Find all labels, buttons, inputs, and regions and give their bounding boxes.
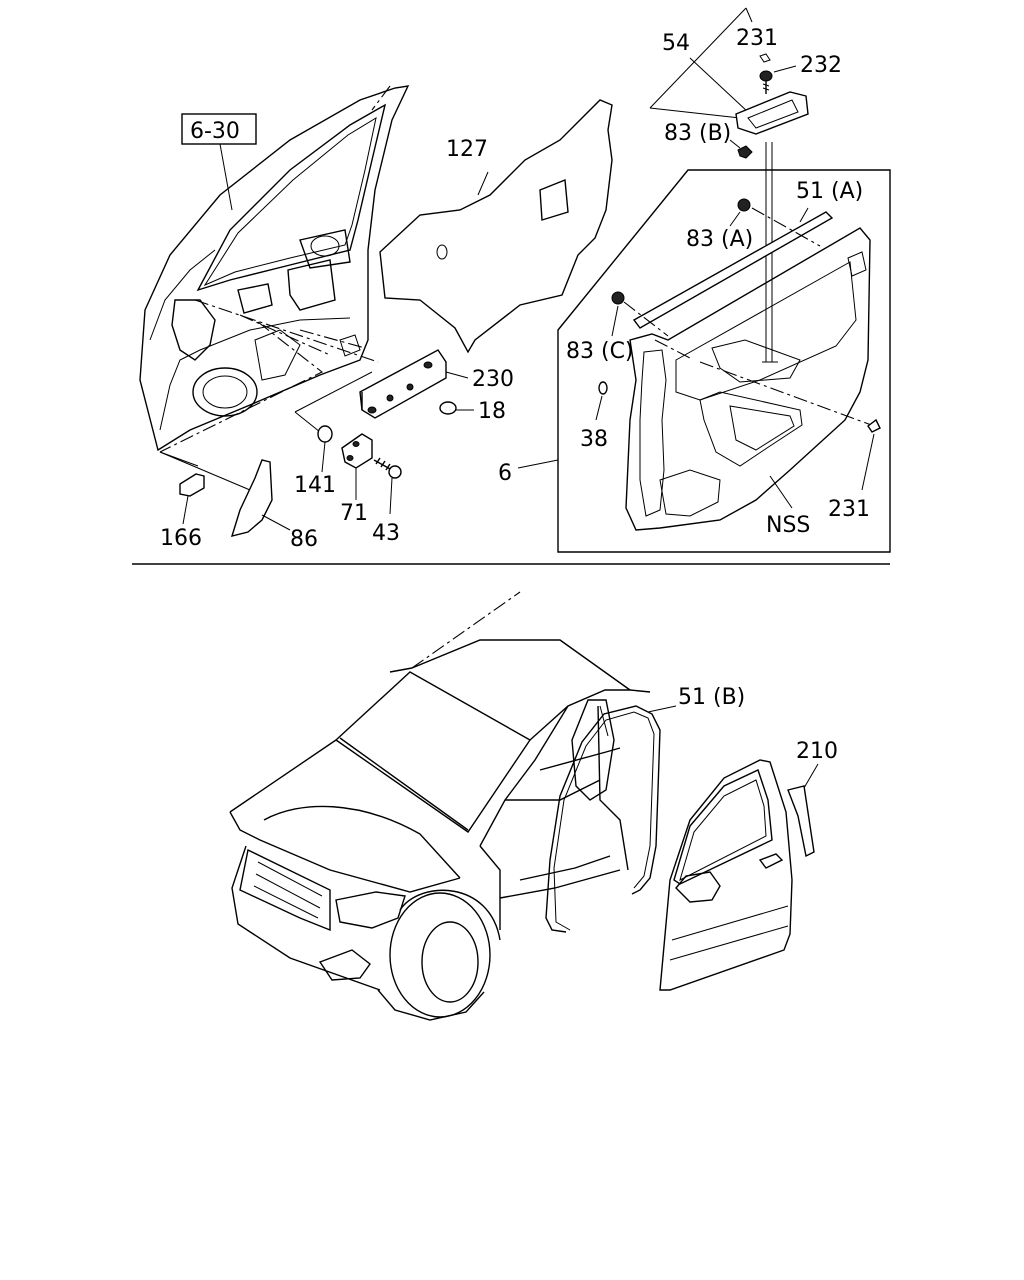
label-83a: 83 (A) xyxy=(686,227,753,252)
reference-box: 6-30 xyxy=(181,113,257,211)
plug-18: 18 xyxy=(439,399,506,424)
weatherstrip-51b: 51 (B) xyxy=(545,685,745,933)
leader-lines-upper xyxy=(159,85,391,491)
label-51b: 51 (B) xyxy=(678,685,745,710)
label-127: 127 xyxy=(446,137,488,162)
label-nss: NSS xyxy=(766,513,810,538)
label-232: 232 xyxy=(800,53,842,78)
clip-83c: 83 (C) xyxy=(566,291,669,364)
clip-231-top: 231 xyxy=(736,26,778,63)
nss-note: NSS xyxy=(766,475,810,538)
label-166: 166 xyxy=(160,526,202,551)
screw-232: 232 xyxy=(759,53,842,94)
bushing-141: 141 xyxy=(294,425,336,498)
label-83b: 83 (B) xyxy=(664,121,731,146)
grommet-38: 38 xyxy=(580,381,608,452)
label-231-top: 231 xyxy=(736,26,778,51)
label-230: 230 xyxy=(472,367,514,392)
label-141: 141 xyxy=(294,473,336,498)
label-86: 86 xyxy=(290,527,318,552)
check-bracket-230: 230 xyxy=(359,349,514,419)
seal-86: 86 xyxy=(230,459,318,552)
label-43: 43 xyxy=(372,521,400,546)
vehicle-body xyxy=(229,591,651,1021)
label-210: 210 xyxy=(796,739,838,764)
assembly-6: 6 xyxy=(498,459,559,486)
label-6: 6 xyxy=(498,461,512,486)
door-trim-box xyxy=(557,169,891,553)
pull-handle-54: 54 xyxy=(649,7,809,135)
clip-83a: 83 (A) xyxy=(686,198,821,252)
door-trim-panel xyxy=(625,142,875,531)
plate-166: 166 xyxy=(160,473,205,551)
weatherstrip-51a: 51 (A) xyxy=(632,179,863,329)
molding-210: 210 xyxy=(787,739,838,858)
insulator-sheet: 127 xyxy=(379,99,613,354)
hinge-71: 71 xyxy=(340,433,373,526)
label-231-bottom: 231 xyxy=(828,497,870,522)
label-54: 54 xyxy=(662,31,690,56)
label-71: 71 xyxy=(340,501,368,526)
screw-43: 43 xyxy=(372,457,402,546)
label-51a: 51 (A) xyxy=(796,179,863,204)
label-38: 38 xyxy=(580,427,608,452)
ref-box-label: 6-30 xyxy=(190,119,240,144)
label-18: 18 xyxy=(478,399,506,424)
clip-231-bottom: 231 xyxy=(828,418,881,522)
front-door xyxy=(659,759,793,991)
clip-83b: 83 (B) xyxy=(664,121,753,159)
label-83c: 83 (C) xyxy=(566,339,634,364)
door-inner-panel xyxy=(139,85,410,452)
